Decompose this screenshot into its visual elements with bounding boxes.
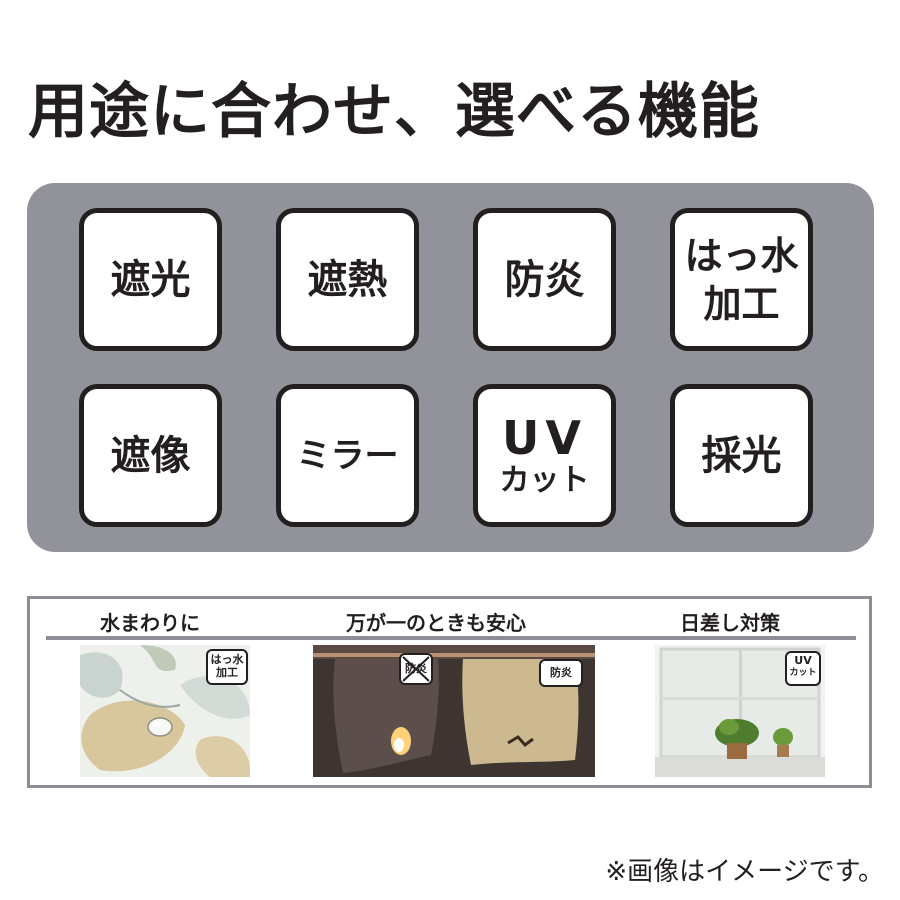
feature-label: 採光 <box>701 432 782 479</box>
feature-tile-blackout: 遮光 <box>79 208 222 351</box>
flame-retardant-badge: 防炎 <box>539 659 583 687</box>
scene-caption-fire: 万が一のときも安心 <box>346 611 526 635</box>
feature-tile-flame-retardant: 防炎 <box>473 208 616 351</box>
feature-label-sub: 加工 <box>703 281 780 326</box>
feature-tile-water-repellent: はっ水 加工 <box>670 208 813 351</box>
scene-strip: 水まわりに 万が一のときも安心 日差し対策 はっ水 加工 <box>27 596 872 788</box>
scene-caption-water: 水まわりに <box>100 611 200 635</box>
feature-label: ミラー <box>296 435 399 476</box>
headline: 用途に合わせ、選べる機能 <box>28 77 760 147</box>
feature-label: 遮像 <box>110 432 191 479</box>
feature-tile-privacy: 遮像 <box>79 384 222 527</box>
feature-tile-heat-shield: 遮熱 <box>276 208 419 351</box>
window-photo: UV カット <box>655 645 825 777</box>
feature-tile-daylight: 採光 <box>670 384 813 527</box>
feature-label: UV <box>502 410 587 465</box>
feature-label: 遮熱 <box>307 256 388 303</box>
flame-test-image <box>313 645 595 777</box>
flame-test-photo: 防炎 防炎 <box>313 645 595 777</box>
image-note: ※画像はイメージです。 <box>605 857 884 887</box>
badge-line: 加工 <box>216 666 238 679</box>
feature-tile-mirror: ミラー <box>276 384 419 527</box>
feature-label: はっ水 <box>684 233 799 278</box>
feature-panel: 遮光 遮熱 防炎 はっ水 加工 遮像 ミラー UV カット 採光 <box>27 183 874 552</box>
badge-line: はっ水 <box>210 653 244 666</box>
uv-cut-badge: UV カット <box>785 651 821 686</box>
scene-divider <box>46 636 856 640</box>
scene-caption-sun: 日差し対策 <box>680 611 780 635</box>
feature-label: 遮光 <box>110 256 191 303</box>
badge-line: UV <box>794 654 812 667</box>
badge-line: カット <box>789 668 817 678</box>
feature-label-sub: カット <box>499 462 590 498</box>
feature-label: 防炎 <box>504 256 585 303</box>
crossed-badge: 防炎 <box>399 653 433 685</box>
water-repellent-badge: はっ水 加工 <box>206 649 248 685</box>
feature-tile-uv-cut: UV カット <box>473 384 616 527</box>
cross-mark-icon <box>402 656 430 682</box>
water-repellent-photo: はっ水 加工 <box>80 645 250 777</box>
